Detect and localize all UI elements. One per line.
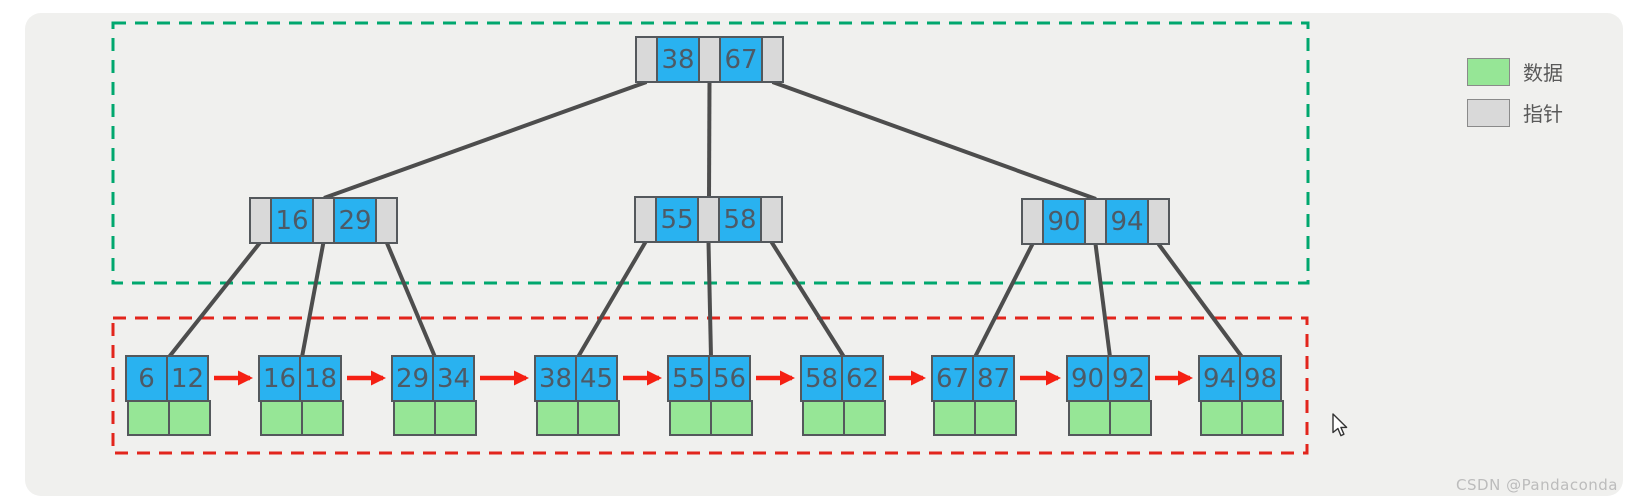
leaf-node-6: 58 62: [800, 355, 886, 436]
leaf-node-3: 29 34: [391, 355, 477, 436]
key-cell: 58: [800, 355, 843, 402]
pointer-cell: [1021, 198, 1044, 245]
tree-edge: [384, 241, 437, 358]
key-cell: 94: [1105, 198, 1149, 245]
key-cell: 67: [719, 36, 763, 83]
key-cell: 87: [972, 355, 1015, 402]
data-cell: [434, 400, 477, 436]
internal-node-2: 55 58: [634, 196, 783, 243]
key-cell: 45: [575, 355, 618, 402]
pointer-cell: [634, 196, 657, 243]
leaf-node-7: 67 87: [931, 355, 1017, 436]
leaf-node-8: 90 92: [1066, 355, 1152, 436]
pointer-cell: [760, 196, 783, 243]
key-cell: 67: [931, 355, 974, 402]
key-cell: 62: [841, 355, 884, 402]
pointer-cell: [1147, 198, 1170, 245]
pointer-cell: [697, 196, 720, 243]
data-cell: [577, 400, 620, 436]
mouse-cursor-icon: [1332, 413, 1348, 437]
data-cell: [802, 400, 845, 436]
key-cell: 55: [667, 355, 710, 402]
internal-node-1: 16 29: [249, 197, 398, 244]
key-cell: 55: [655, 196, 699, 243]
tree-edge: [300, 241, 326, 358]
data-cell: [260, 400, 303, 436]
legend-item-data: 数据: [1467, 57, 1563, 86]
tree-edge: [167, 240, 263, 359]
tree-node-root: 38 67: [635, 36, 784, 83]
data-cell: [1241, 400, 1284, 436]
key-cell: 18: [299, 355, 342, 402]
data-cell: [168, 400, 211, 436]
key-cell: 34: [432, 355, 475, 402]
leaf-node-1: 6 12: [125, 355, 211, 436]
tree-edge: [323, 80, 648, 200]
key-cell: 38: [656, 36, 700, 83]
tree-edge: [706, 241, 713, 358]
leaf-node-2: 16 18: [258, 355, 344, 436]
key-cell: 16: [258, 355, 301, 402]
data-cell: [127, 400, 170, 436]
data-swatch: [1467, 57, 1510, 86]
legend-label: 指针: [1523, 102, 1563, 126]
key-cell: 29: [391, 355, 434, 402]
key-cell: 29: [333, 197, 377, 244]
data-cell: [1068, 400, 1111, 436]
internal-node-3: 90 94: [1021, 198, 1170, 245]
tree-edge: [707, 81, 712, 199]
tree-edge: [769, 240, 846, 359]
key-cell: 90: [1042, 198, 1086, 245]
legend: 数据 指针: [1467, 57, 1563, 139]
key-cell: 12: [166, 355, 209, 402]
key-cell: 16: [270, 197, 314, 244]
tree-edge: [771, 80, 1097, 201]
data-cell: [393, 400, 436, 436]
pointer-cell: [249, 197, 272, 244]
data-cell: [1200, 400, 1243, 436]
pointer-cell: [375, 197, 398, 244]
data-cell: [933, 400, 976, 436]
data-cell: [710, 400, 753, 436]
leaf-node-5: 55 56: [667, 355, 753, 436]
tree-edge: [1156, 242, 1244, 359]
key-cell: 98: [1239, 355, 1282, 402]
key-cell: 92: [1107, 355, 1150, 402]
key-cell: 6: [125, 355, 168, 402]
leaf-node-4: 38 45: [534, 355, 620, 436]
pointer-cell: [698, 36, 721, 83]
data-cell: [974, 400, 1017, 436]
pointer-cell: [312, 197, 335, 244]
watermark: CSDN @Pandaconda: [1456, 476, 1618, 494]
tree-edge: [973, 243, 1035, 358]
legend-item-pointer: 指针: [1467, 98, 1563, 127]
key-cell: 58: [718, 196, 762, 243]
pointer-cell: [761, 36, 784, 83]
tree-edge: [576, 240, 648, 359]
pointer-cell: [1084, 198, 1107, 245]
data-cell: [669, 400, 712, 436]
pointer-cell: [635, 36, 658, 83]
key-cell: 94: [1198, 355, 1241, 402]
tree-edge: [1093, 243, 1112, 358]
key-cell: 56: [708, 355, 751, 402]
legend-label: 数据: [1523, 61, 1563, 85]
key-cell: 90: [1066, 355, 1109, 402]
data-cell: [301, 400, 344, 436]
pointer-swatch: [1467, 98, 1510, 127]
key-cell: 38: [534, 355, 577, 402]
data-cell: [843, 400, 886, 436]
data-cell: [536, 400, 579, 436]
leaf-node-9: 94 98: [1198, 355, 1284, 436]
data-cell: [1109, 400, 1152, 436]
